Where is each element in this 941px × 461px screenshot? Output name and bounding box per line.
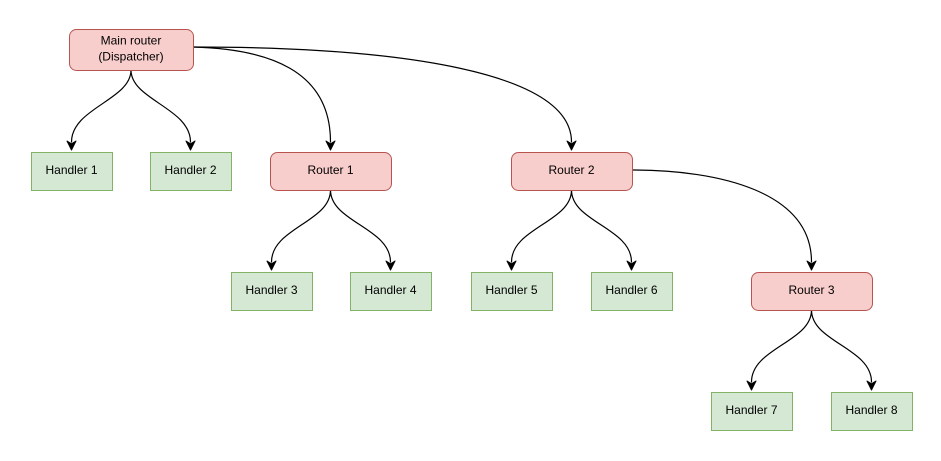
edge-main-to-handler-1 <box>66 69 132 151</box>
edge-line <box>130 69 192 143</box>
node-box[interactable] <box>270 152 392 191</box>
arrow-head-icon <box>746 380 757 391</box>
node-box[interactable] <box>591 272 673 311</box>
edge-main-to-router-1 <box>192 46 336 151</box>
edge-router-3-to-handler-7 <box>746 309 813 391</box>
node-box[interactable] <box>31 152 113 191</box>
edge-line <box>329 189 392 263</box>
edge-router-1-to-handler-3 <box>266 189 332 271</box>
node-router-3[interactable]: Router 3 <box>751 272 873 311</box>
arrow-head-icon <box>325 140 336 151</box>
node-box[interactable] <box>350 272 432 311</box>
edge-line <box>270 189 332 263</box>
arrow-head-icon <box>566 140 577 151</box>
node-handler-6[interactable]: Handler 6 <box>591 272 673 311</box>
edge-router-2-to-handler-5 <box>506 189 573 271</box>
edge-router-3-to-handler-8 <box>810 309 877 391</box>
edge-line <box>810 309 873 383</box>
arrow-head-icon <box>385 260 396 271</box>
node-handler-2[interactable]: Handler 2 <box>150 152 232 191</box>
node-main-router[interactable]: Main router(Dispatcher) <box>69 29 194 71</box>
arrow-head-icon <box>266 260 277 271</box>
node-box[interactable] <box>831 392 913 431</box>
arrow-head-icon <box>66 140 77 151</box>
node-handler-5[interactable]: Handler 5 <box>471 272 553 311</box>
node-box[interactable] <box>231 272 313 311</box>
node-box[interactable] <box>511 152 633 191</box>
arrow-head-icon <box>806 260 817 271</box>
node-handler-1[interactable]: Handler 1 <box>31 152 113 191</box>
edge-line <box>70 69 132 143</box>
edge-line <box>192 46 332 143</box>
edge-main-to-handler-2 <box>130 69 196 151</box>
node-box[interactable] <box>711 392 793 431</box>
edge-line <box>570 189 633 263</box>
edges-layer <box>66 46 877 391</box>
node-box[interactable] <box>150 152 232 191</box>
node-box[interactable] <box>751 272 873 311</box>
edge-router-2-to-router-3 <box>631 169 817 271</box>
edge-line <box>631 169 813 263</box>
edge-main-to-router-2 <box>192 46 577 151</box>
node-box[interactable] <box>69 29 194 71</box>
edge-router-1-to-handler-4 <box>329 189 396 271</box>
edge-line <box>750 309 813 383</box>
node-handler-3[interactable]: Handler 3 <box>231 272 313 311</box>
node-handler-4[interactable]: Handler 4 <box>350 272 432 311</box>
arrow-head-icon <box>506 260 517 271</box>
nodes-layer: Main router(Dispatcher) Handler 1 Handler … <box>31 29 913 431</box>
node-handler-8[interactable]: Handler 8 <box>831 392 913 431</box>
node-router-1[interactable]: Router 1 <box>270 152 392 191</box>
arrow-head-icon <box>185 140 196 151</box>
node-router-2[interactable]: Router 2 <box>511 152 633 191</box>
arrow-head-icon <box>866 380 877 391</box>
edge-router-2-to-handler-6 <box>570 189 637 271</box>
arrow-head-icon <box>626 260 637 271</box>
node-box[interactable] <box>471 272 553 311</box>
node-handler-7[interactable]: Handler 7 <box>711 392 793 431</box>
edge-line <box>192 46 573 143</box>
edge-line <box>510 189 573 263</box>
